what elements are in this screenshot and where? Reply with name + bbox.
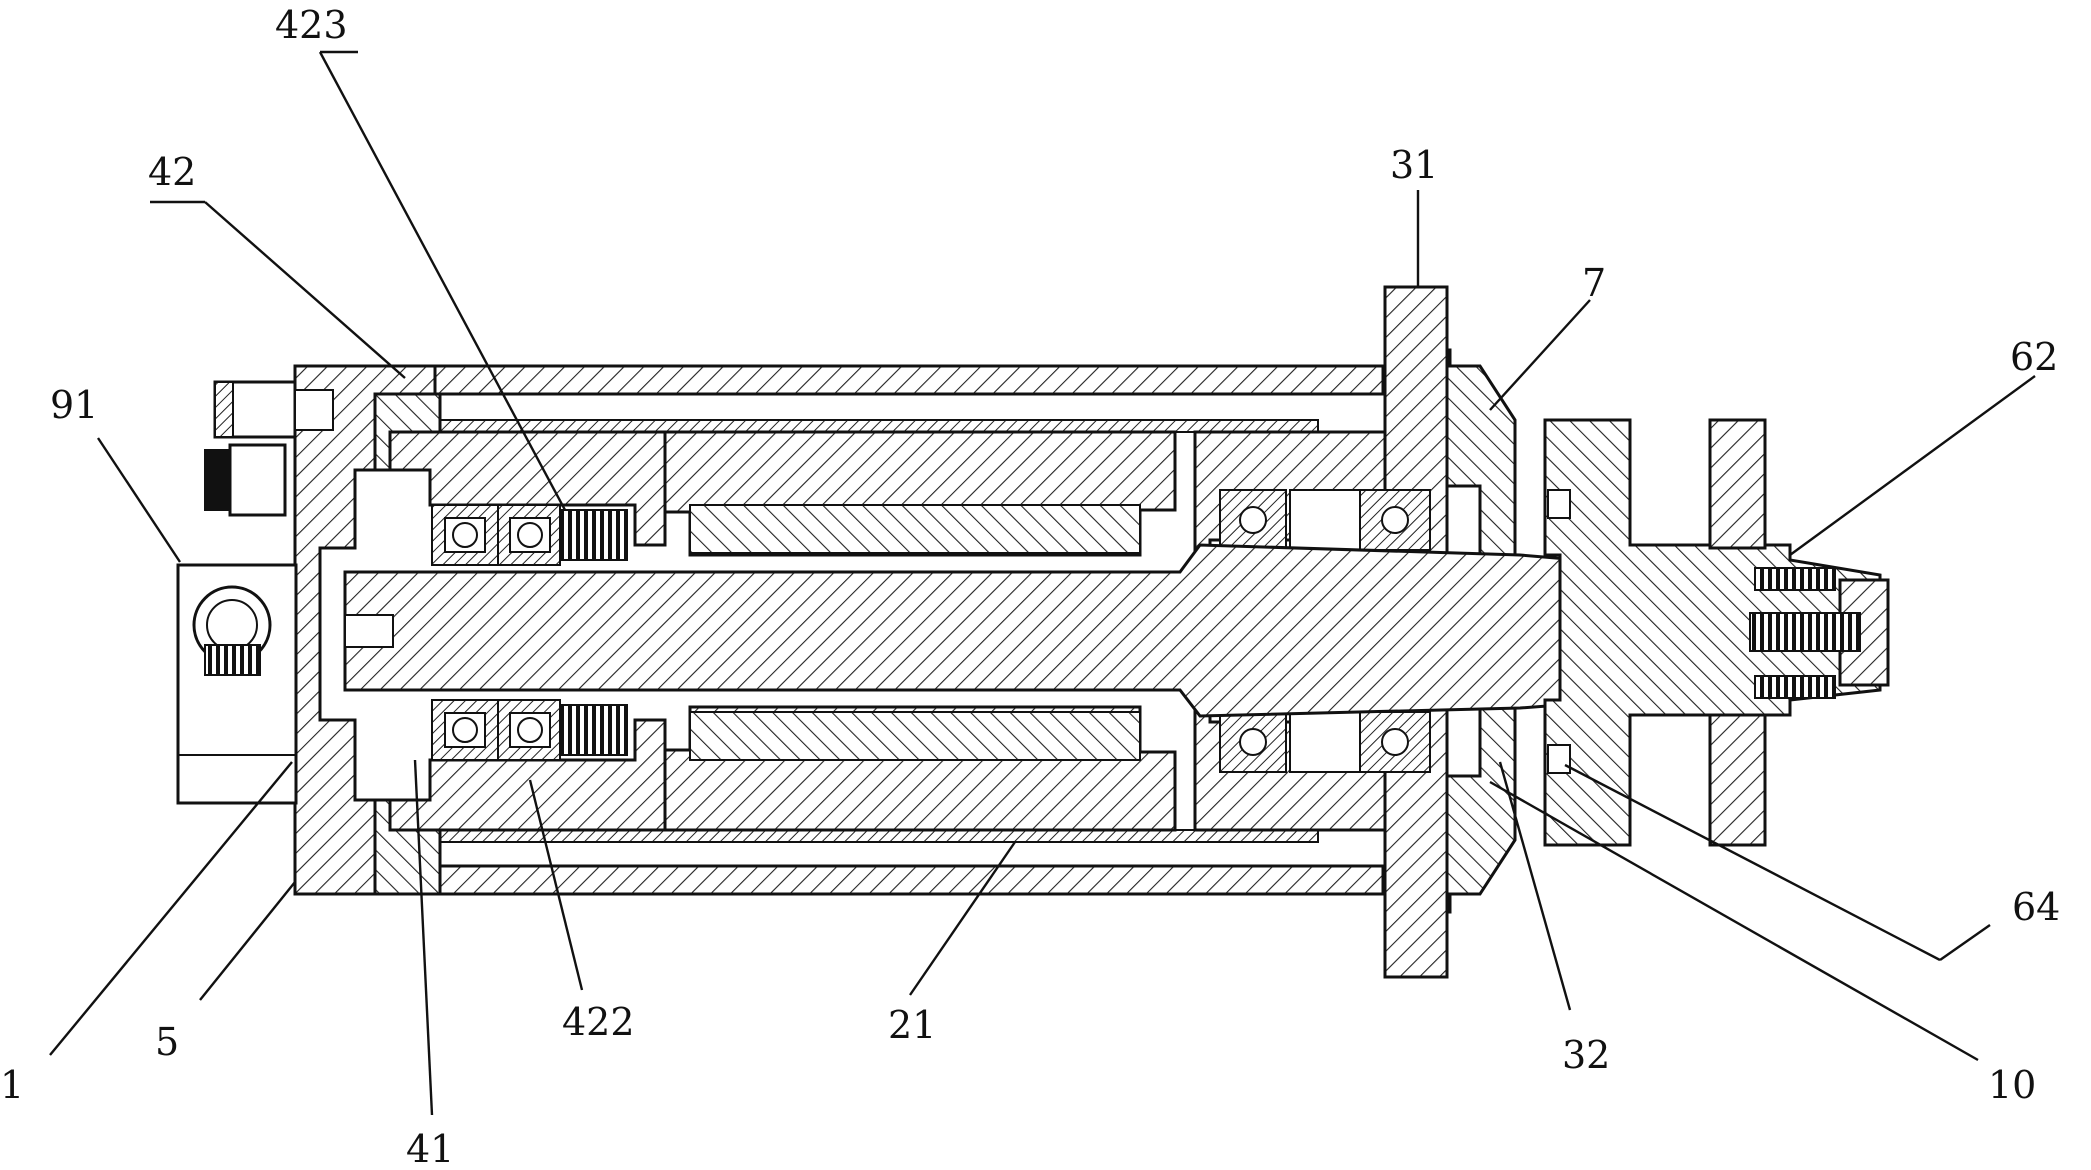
main-shaft bbox=[343, 543, 1762, 718]
label-31: 31 bbox=[1390, 143, 1438, 187]
rear-bearing-pair-top bbox=[431, 504, 628, 566]
leader-32 bbox=[1498, 761, 1572, 1011]
label-5: 5 bbox=[155, 1020, 179, 1064]
label-64: 64 bbox=[2012, 885, 2060, 929]
stator-bottom bbox=[689, 711, 1141, 761]
collet-disk-bottom bbox=[1708, 713, 1767, 847]
leader-91 bbox=[96, 437, 182, 563]
label-32: 32 bbox=[1562, 1033, 1610, 1077]
leader-423 bbox=[318, 51, 567, 511]
collet-ring-top bbox=[1754, 567, 1836, 591]
leader-5 bbox=[199, 881, 296, 1001]
label-42: 42 bbox=[148, 150, 196, 194]
label-41: 41 bbox=[406, 1127, 454, 1170]
label-423: 423 bbox=[275, 3, 348, 47]
leader-62 bbox=[1789, 375, 2036, 556]
leader-10 bbox=[1489, 780, 1979, 1062]
key-slot-top bbox=[1547, 489, 1571, 519]
outer-sleeve-top bbox=[433, 364, 1385, 396]
leader-7 bbox=[1489, 299, 1591, 411]
outer-sleeve-bottom bbox=[433, 864, 1385, 896]
leader-lines bbox=[49, 50, 2036, 1116]
spindle-assembly bbox=[176, 285, 1890, 979]
rear-bearing-pair-bottom bbox=[431, 699, 628, 761]
junction-box bbox=[176, 563, 298, 805]
label-10: 10 bbox=[1988, 1063, 2036, 1107]
front-nose-cap-bottom bbox=[1445, 705, 1517, 896]
front-bearing-pair-bottom bbox=[1219, 711, 1431, 773]
leader-21 bbox=[909, 841, 1016, 996]
label-7: 7 bbox=[1582, 261, 1606, 305]
leader-1 bbox=[49, 761, 293, 1056]
label-62: 62 bbox=[2010, 335, 2058, 379]
shaft-rear-bore bbox=[344, 614, 394, 648]
label-21: 21 bbox=[888, 1003, 936, 1047]
clamp-screw bbox=[1749, 612, 1861, 652]
collet-ring-bottom bbox=[1754, 675, 1836, 699]
inner-sleeve-bottom bbox=[377, 829, 1319, 843]
label-91: 91 bbox=[50, 383, 98, 427]
label-1: 1 bbox=[0, 1063, 24, 1107]
front-bearing-pair-top bbox=[1219, 489, 1431, 551]
collet-disk-top bbox=[1708, 418, 1767, 550]
leader-64 bbox=[1939, 924, 1991, 961]
leader-41 bbox=[413, 759, 434, 1116]
connector-fitting bbox=[204, 380, 334, 517]
key-slot-bottom bbox=[1547, 744, 1571, 774]
callout-labels: 423 42 31 7 91 62 1 5 41 422 21 32 10 64 bbox=[0, 3, 2060, 1170]
label-422: 422 bbox=[562, 1000, 635, 1044]
stator-top bbox=[689, 504, 1141, 554]
leader-422 bbox=[528, 779, 584, 991]
